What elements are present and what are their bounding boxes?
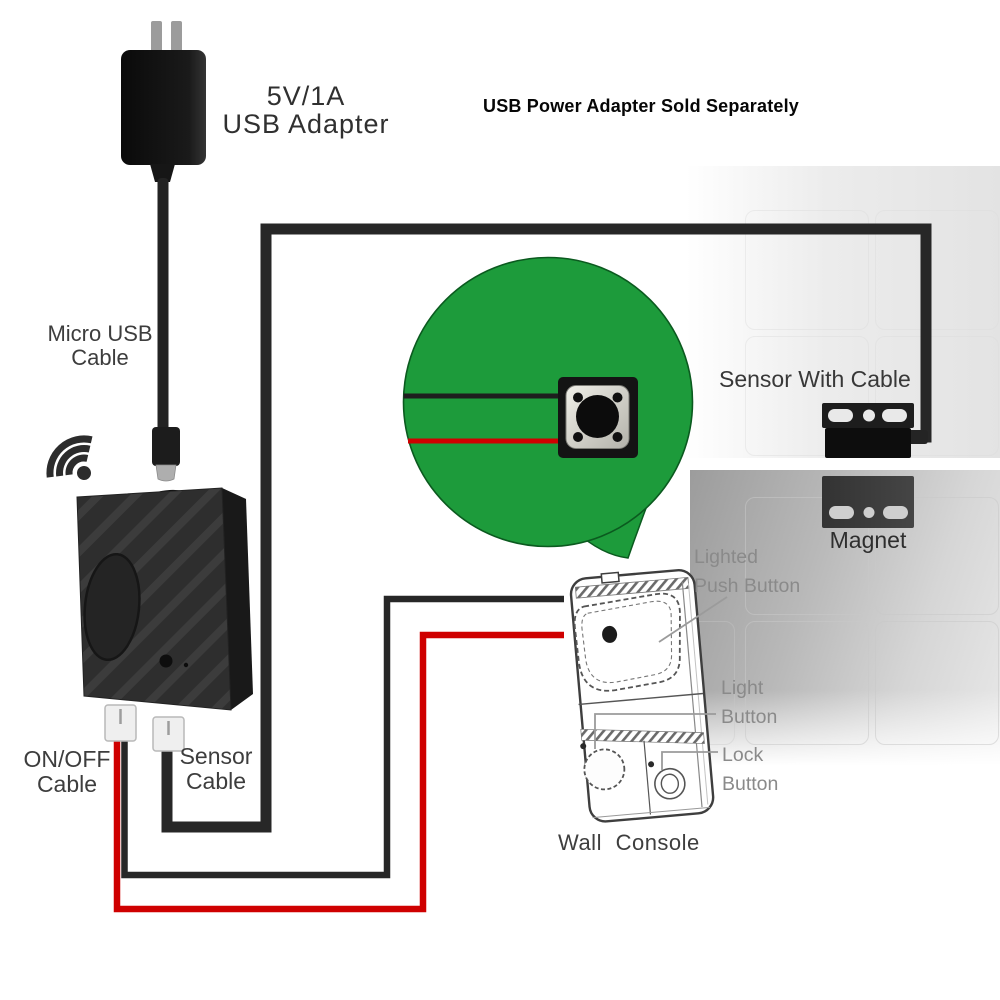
bubble-circle [402,256,694,548]
lock-label-line2: Button [722,772,779,795]
magnet-slot [883,506,908,519]
lighted-label-line1: Lighted [694,546,758,568]
smart-switch-device [76,487,253,752]
wifi-icon [46,435,93,480]
light-button-label: Light Button [721,674,777,731]
leader-lock-button [661,751,718,770]
console-divider [578,692,704,706]
micro-usb-label-line1: Micro USB [47,321,153,346]
console-lighted-button [573,592,681,692]
onoff-black-wire [121,595,564,879]
lock-button-label: Lock Button [722,741,778,798]
sensor-slot [882,409,907,422]
device-led [183,662,189,668]
sold-separately-note: USB Power Adapter Sold Separately [483,96,800,116]
micro-usb-plug-body [152,427,180,466]
onoff-label-line2: Cable [36,771,98,797]
onoff-black-path [121,595,564,879]
adapter-body [121,50,206,165]
adapter-label: 5V/1A USB Adapter [186,82,426,138]
tact-switch [558,377,638,458]
console-top-hatch [574,576,690,599]
onoff-label-line1: ON/OFF [23,746,111,772]
onoff-red-wire [113,631,564,913]
lock-label-line1: Lock [722,744,764,766]
sensor-cable-label-line2: Cable [185,768,247,794]
device-side-face [222,488,253,710]
tact-switch-pin [573,432,583,442]
console-light-button [583,748,626,791]
console-small-dot [648,761,655,768]
magnet-block [822,476,914,528]
zoom-bubble [402,256,694,559]
onoff-red-path [113,631,564,913]
tact-switch-plunger [576,395,619,438]
usb-adapter [121,21,206,482]
device-reset-button [159,654,173,668]
console-small-dot [580,743,587,750]
micro-usb-plug-tip [155,464,177,482]
leader-light-button [594,713,716,749]
magnet-hole [863,507,875,518]
adapter-label-line1: 5V/1A [266,81,346,111]
device-oval-button [83,552,141,662]
adapter-neck [150,164,175,182]
micro-usb-cable-label: Micro USB Cable [26,322,174,370]
door-sensor [822,403,928,458]
power-cable [157,178,169,432]
sensor-cable-label: Sensor Cable [156,744,276,794]
console-button-dot [602,625,618,643]
magnet-slot [829,506,854,519]
lighted-push-button-label: Lighted Push Button [694,543,800,600]
console-lower-hatch [580,728,705,744]
leader-lighted-push-button [658,596,728,643]
console-bottom-line [592,806,711,819]
console-lock-button [654,767,686,800]
console-lock-button-inner [660,773,680,794]
micro-usb-label-line2: Cable [71,345,129,370]
sensor-slot [828,409,853,422]
tact-switch-pin [573,392,583,403]
tact-switch-pin [612,392,623,403]
tact-switch-pin [612,432,623,442]
adapter-label-line2: USB Adapter [222,109,390,139]
sensor-hole [863,409,875,422]
light-label-line2: Button [721,705,778,728]
lighted-label-line2: Push Button [694,574,801,597]
adapter-prong [151,21,162,54]
console-notch [600,571,620,584]
magnet-body [822,476,914,528]
adapter-prong [171,21,182,54]
sensor-body [825,428,911,458]
wall-console-label: Wall Console [558,830,700,855]
sensor-cable-stub [908,430,928,444]
sensor-cable-label-line1: Sensor [179,743,253,769]
light-label-line1: Light [721,677,764,699]
sensor-with-cable-label: Sensor With Cable [719,366,911,392]
console-lock-panel-line [643,740,652,815]
wall-console [569,569,715,823]
onoff-cable-label: ON/OFF Cable [6,747,128,797]
magnet-label: Magnet [829,527,907,553]
